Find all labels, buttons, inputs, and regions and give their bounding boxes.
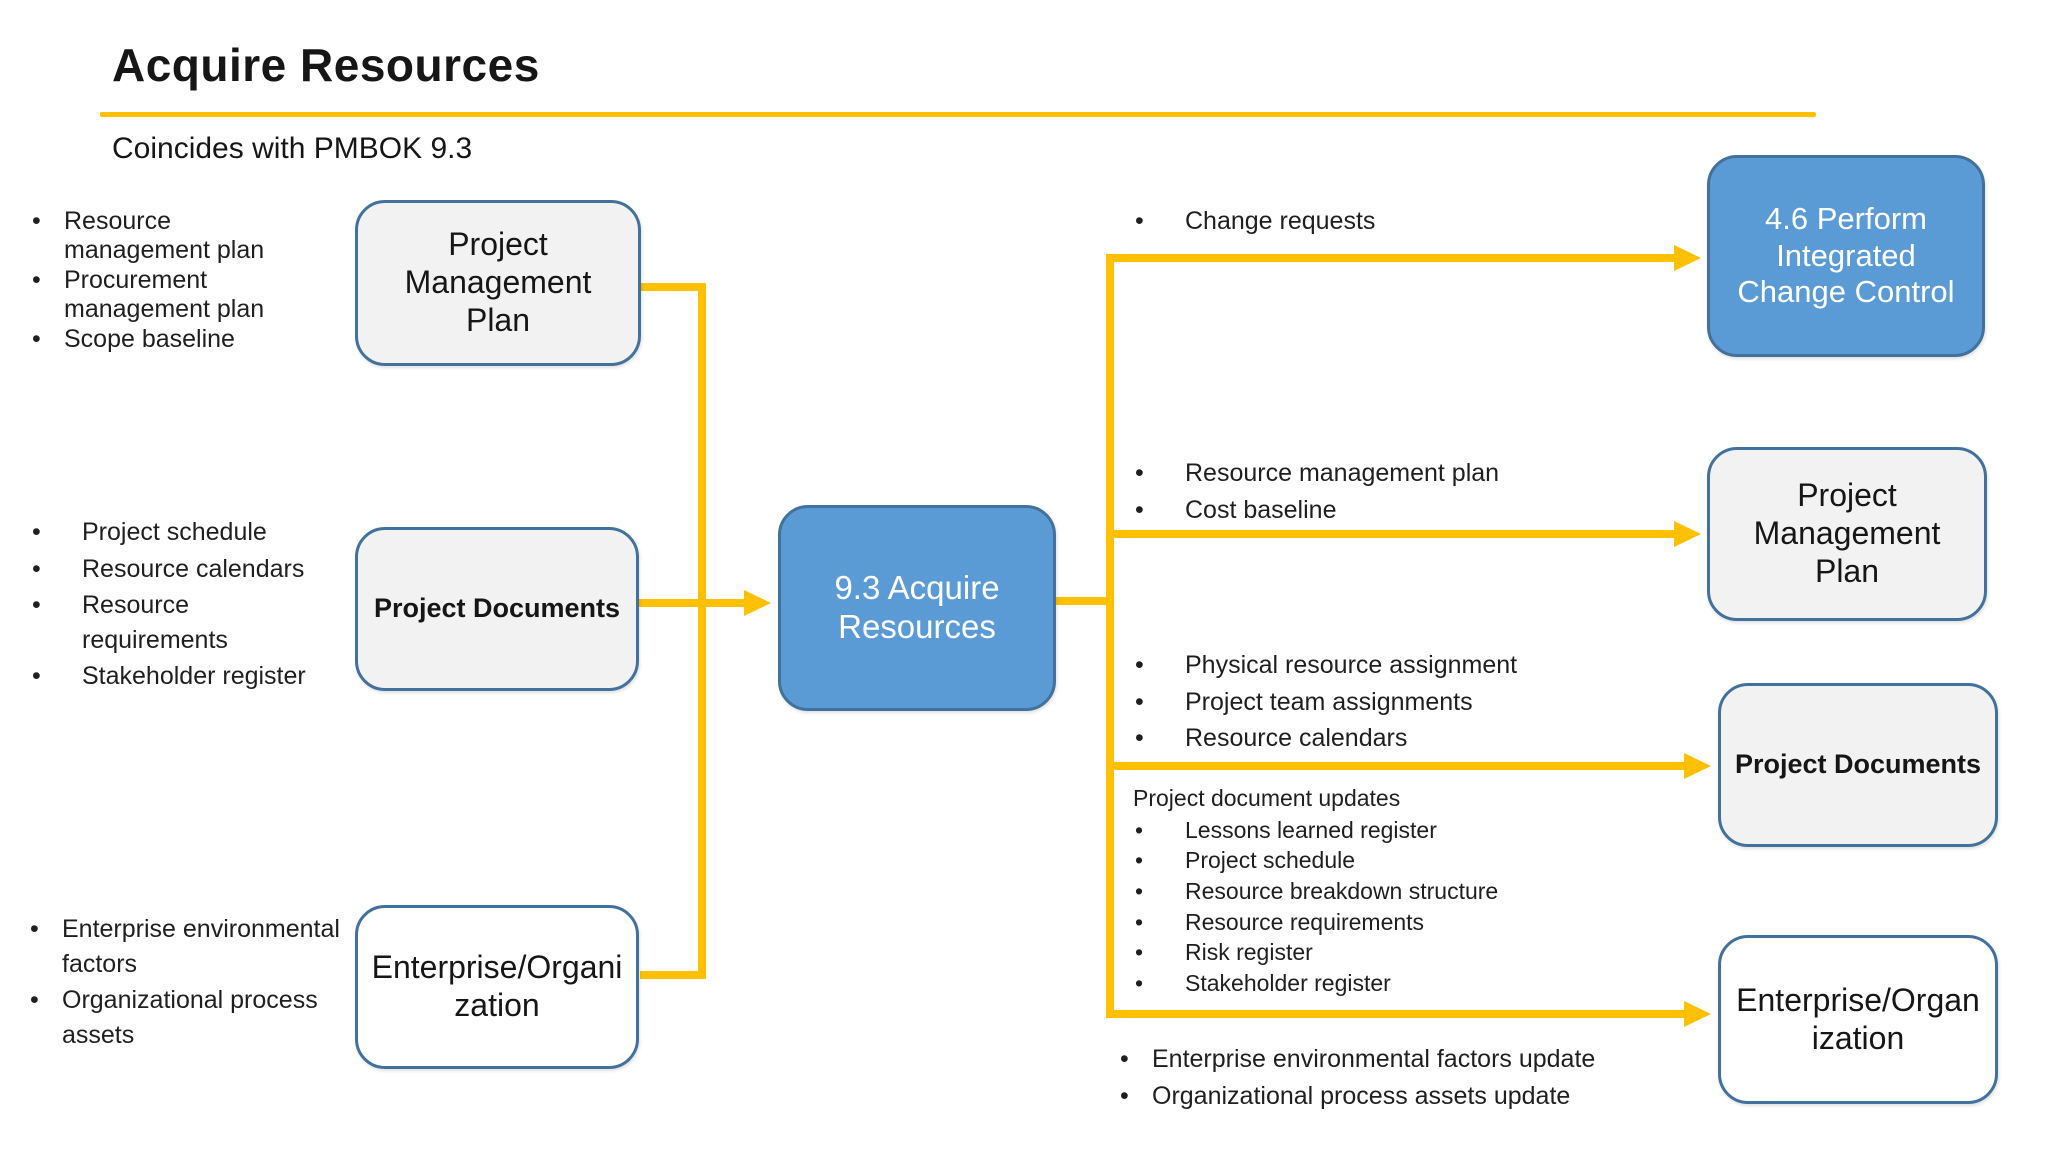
output-docs-list: Physical resource assignment Project tea… (1133, 648, 1673, 758)
list-item: Resource calendars (1133, 721, 1673, 756)
list-item: Organizational process assets update (1118, 1079, 1678, 1114)
box-label: Project Documents (373, 593, 621, 624)
box-label: Project Management Plan (404, 226, 592, 338)
list-item: Resource calendars (30, 552, 330, 587)
doc-updates-list: Lessons learned register Project schedul… (1133, 815, 1693, 998)
process-box-acquire-resources: 9.3 Acquire Resources (778, 505, 1056, 711)
list-item: Organizational process assets (28, 983, 340, 1052)
title-underline (100, 112, 1816, 117)
list-item: Resource management plan (30, 207, 320, 264)
box-label: 9.3 Acquire Resources (834, 569, 1000, 645)
doc-updates-section: Project document updates Lessons learned… (1133, 784, 1693, 998)
list-item: Resource requirements (1133, 907, 1693, 938)
page-title: Acquire Resources (112, 39, 540, 91)
list-item: Stakeholder register (30, 659, 330, 694)
box-label: Project Documents (1734, 749, 1982, 780)
input-box-project-management-plan: Project Management Plan (355, 200, 641, 366)
output-box-project-documents: Project Documents (1718, 683, 1998, 847)
list-item: Resource management plan (1133, 456, 1633, 491)
box-label: 4.6 Perform Integrated Change Control (1737, 201, 1955, 310)
list-item: Enterprise environmental factors (28, 912, 340, 981)
input-trunk-line (640, 283, 706, 979)
list-item: Resource breakdown structure (1133, 876, 1693, 907)
input-docs-list: Project schedule Resource calendars Reso… (30, 515, 330, 696)
input-box-enterprise-organization: Enterprise/Organization (355, 905, 639, 1069)
list-item: Risk register (1133, 937, 1693, 968)
list-item: Scope baseline (30, 325, 320, 354)
list-item: Project schedule (1133, 845, 1693, 876)
list-item: Procurement management plan (30, 266, 320, 323)
list-item: Physical resource assignment (1133, 648, 1673, 683)
output-box-perform-integrated-change-control: 4.6 Perform Integrated Change Control (1707, 155, 1985, 357)
page-subtitle: Coincides with PMBOK 9.3 (112, 132, 473, 165)
input-org-list: Enterprise environmental factors Organiz… (28, 912, 340, 1054)
list-item: Project team assignments (1133, 685, 1673, 720)
list-item: Lessons learned register (1133, 815, 1693, 846)
list-item: Resource requirements (30, 588, 330, 657)
input-box-project-documents: Project Documents (355, 527, 639, 691)
list-item: Enterprise environmental factors update (1118, 1042, 1678, 1077)
input-pmp-list: Resource management plan Procurement man… (30, 207, 320, 356)
list-item: Project schedule (30, 515, 330, 550)
output-box-project-management-plan: Project Management Plan (1707, 447, 1987, 621)
output-icc-list: Change requests (1133, 207, 1593, 238)
box-label: Project Management Plan (1753, 477, 1941, 589)
box-label: Enterprise/Organization (371, 949, 623, 1023)
box-label: Enterprise/Organization (1736, 981, 1980, 1056)
list-item: Change requests (1133, 207, 1593, 236)
doc-updates-header: Project document updates (1133, 785, 1401, 811)
list-item: Cost baseline (1133, 493, 1633, 528)
list-item: Stakeholder register (1133, 968, 1693, 999)
output-pmp-list: Resource management plan Cost baseline (1133, 456, 1633, 529)
output-org-list: Enterprise environmental factors update … (1118, 1042, 1678, 1115)
output-box-enterprise-organization: Enterprise/Organization (1718, 935, 1998, 1104)
